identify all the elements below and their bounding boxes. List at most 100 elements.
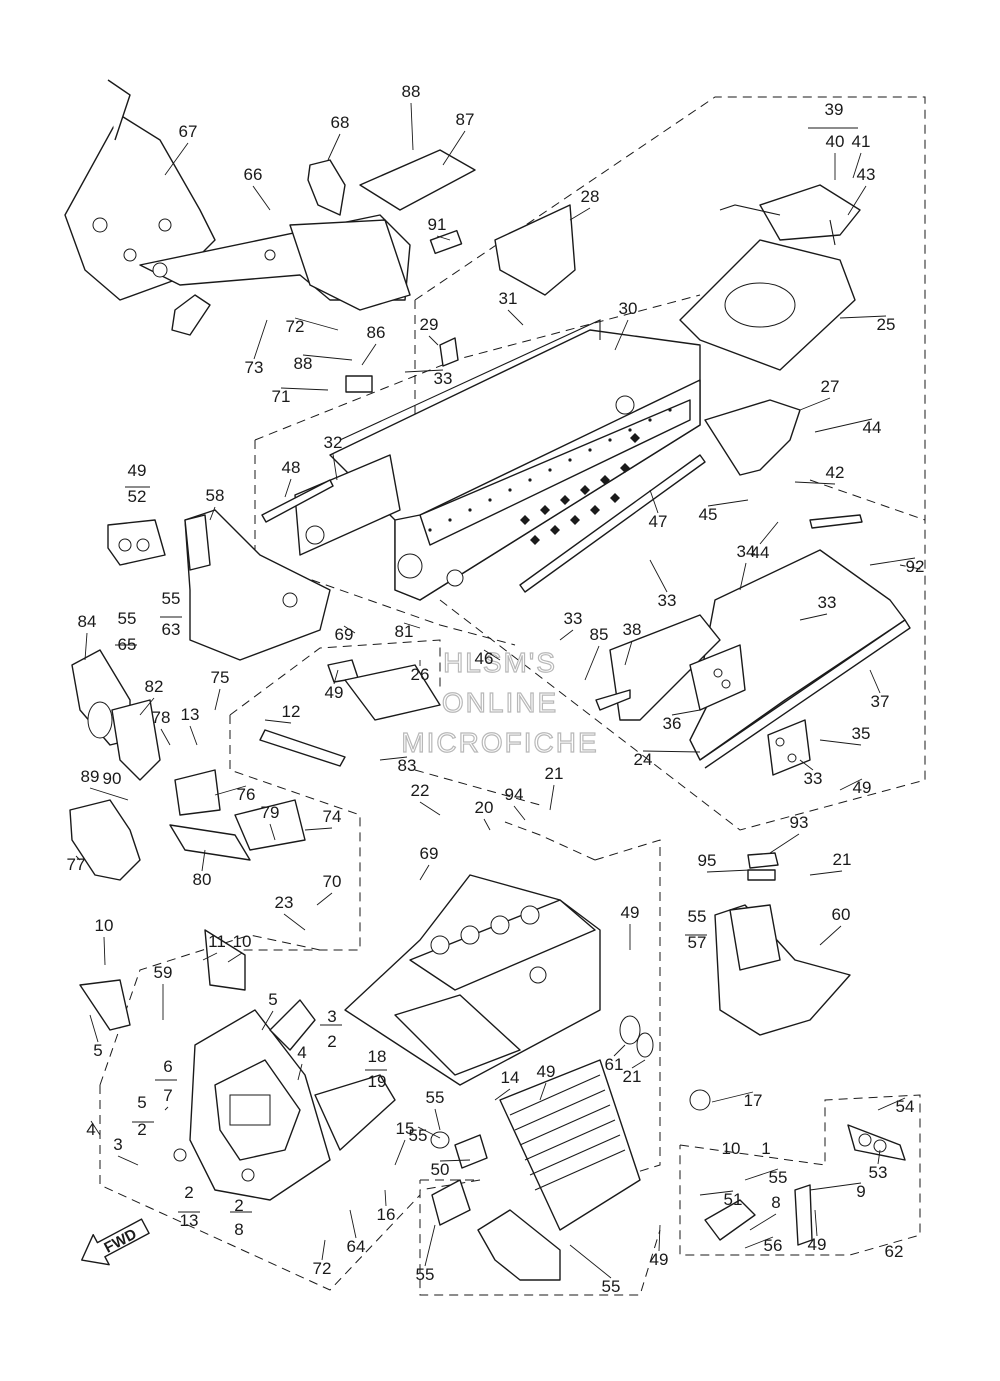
callout-number: 38 xyxy=(623,620,642,639)
leader-line xyxy=(434,1108,441,1131)
callout-number: 30 xyxy=(619,299,638,318)
callout-number: 13 xyxy=(181,705,200,724)
leader-lines xyxy=(75,102,916,1279)
callout-number: 28 xyxy=(581,187,600,206)
plate-87 xyxy=(359,149,476,211)
leader-line xyxy=(269,823,276,841)
leader-line xyxy=(160,728,171,746)
callout-number: 9 xyxy=(856,1182,865,1201)
callout-number: 18 xyxy=(368,1047,387,1066)
rear-bumper-assembly xyxy=(595,549,911,776)
leader-line xyxy=(164,1106,169,1111)
leader-line xyxy=(649,489,659,514)
callout-number: 5 xyxy=(268,990,277,1009)
callout-number: 40 xyxy=(826,132,845,151)
leader-line xyxy=(483,818,491,831)
leader-line xyxy=(294,317,339,331)
callout-number: 8 xyxy=(234,1220,243,1239)
callout-number: 8 xyxy=(771,1193,780,1212)
callout-number: 13 xyxy=(180,1211,199,1230)
leader-line xyxy=(483,649,501,661)
callout-number: 16 xyxy=(377,1205,396,1224)
leader-line xyxy=(214,688,221,711)
callout-number: 10 xyxy=(233,932,252,951)
callout-number: 53 xyxy=(869,1163,888,1182)
leader-line xyxy=(209,506,216,521)
leader-line xyxy=(569,207,591,221)
callout-number: 44 xyxy=(751,543,770,562)
leader-line xyxy=(202,952,218,961)
leader-line xyxy=(89,787,129,801)
leader-line xyxy=(739,562,747,591)
callout-number: 93 xyxy=(790,813,809,832)
callout-number: 55 xyxy=(409,1126,428,1145)
leader-line xyxy=(769,833,800,854)
leader-line xyxy=(316,892,333,906)
leader-line xyxy=(139,697,155,716)
leader-line xyxy=(613,1044,626,1057)
callout-number: 54 xyxy=(896,1097,915,1116)
callout-number: 69 xyxy=(335,625,354,644)
leader-line xyxy=(117,1155,139,1166)
leader-line xyxy=(332,453,338,481)
leader-line xyxy=(384,1189,387,1207)
leader-line xyxy=(507,309,524,326)
callout-number: 2 xyxy=(234,1196,243,1215)
leader-line xyxy=(649,559,668,593)
callout-number: 5 xyxy=(137,1093,146,1112)
callout-number: 72 xyxy=(286,317,305,336)
callout-number: 83 xyxy=(398,756,417,775)
front-frame-lower xyxy=(79,929,396,1201)
callout-number: 94 xyxy=(505,785,524,804)
callout-number: 69 xyxy=(420,844,439,863)
callout-number: 31 xyxy=(499,289,518,308)
leader-line xyxy=(394,1139,406,1166)
callout-number: 49 xyxy=(650,1250,669,1269)
leader-line xyxy=(428,335,439,346)
leader-line xyxy=(403,622,421,629)
leader-line xyxy=(89,1014,99,1043)
left-side-parts xyxy=(69,509,441,881)
leader-line xyxy=(549,784,555,811)
callout-number: 37 xyxy=(871,692,890,711)
leader-line xyxy=(253,319,268,360)
callout-number: 23 xyxy=(275,893,294,912)
callout-number: 33 xyxy=(434,369,453,388)
callout-number: 55 xyxy=(162,589,181,608)
leader-line xyxy=(327,133,341,161)
callout-number: 52 xyxy=(128,487,147,506)
leader-line xyxy=(436,235,451,241)
leader-line xyxy=(814,1209,818,1237)
leader-line xyxy=(799,759,814,771)
leader-line xyxy=(201,849,206,872)
callout-number: 7 xyxy=(163,1086,172,1105)
leader-line xyxy=(539,1082,547,1101)
front-frame-upper xyxy=(64,79,411,336)
watermark: HLSM'S ONLINE MICROFICHE xyxy=(401,646,598,758)
leader-line xyxy=(819,739,862,746)
callout-number: 15 xyxy=(396,1119,415,1138)
leader-line xyxy=(671,709,701,716)
leader-line xyxy=(252,185,271,211)
leader-line xyxy=(442,130,466,166)
leader-line xyxy=(744,1236,774,1249)
callout-number: 62 xyxy=(885,1242,904,1261)
callout-number: 12 xyxy=(282,702,301,721)
leader-line xyxy=(614,319,629,351)
leader-line xyxy=(711,1091,754,1103)
callout-number: 76 xyxy=(237,785,256,804)
callout-number: 49 xyxy=(621,903,640,922)
leader-line xyxy=(658,1224,661,1252)
callout-number: 2 xyxy=(184,1183,193,1202)
leader-line xyxy=(877,1097,906,1111)
callout-number: 59 xyxy=(154,963,173,982)
leader-line xyxy=(189,725,198,746)
leader-line xyxy=(103,936,106,966)
callout-number: 65 xyxy=(118,635,137,654)
callout-number: 39 xyxy=(825,100,844,119)
leader-line xyxy=(302,354,353,361)
callout-number: 6 xyxy=(163,1057,172,1076)
leader-line xyxy=(343,625,356,634)
callout-number: 55 xyxy=(118,609,137,628)
